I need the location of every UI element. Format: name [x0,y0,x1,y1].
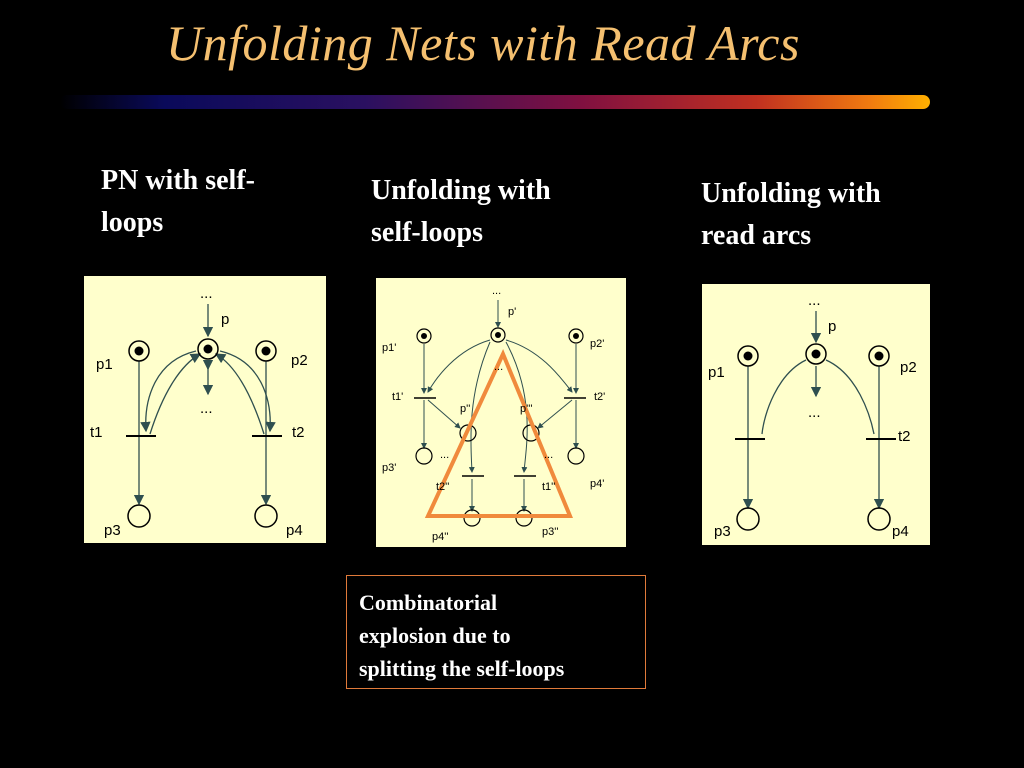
place [421,333,427,339]
combinatorial-explosion-triangle [424,349,573,518]
diagram-label: p3 [714,523,731,540]
diagram-label: p1' [382,342,396,354]
diagram-label: ... [808,292,821,309]
place [490,327,506,343]
column-label-unfolding-read-arcs: Unfolding with read arcs [701,178,881,251]
arc [505,341,528,473]
label-p1: p1 [96,356,113,373]
place-p4 [254,504,278,528]
diagram-label: t2 [898,428,911,445]
diagram-label: p4' [590,478,604,490]
diagram-label: p [828,318,836,335]
arc [427,339,491,393]
combinatorial-explosion-note: Combinatorial explosion due to splitting… [346,575,646,689]
place [495,332,501,338]
diagram-label: ... [440,449,449,461]
label-p2: p2 [291,352,308,369]
token [203,344,213,354]
diagram-label: p''' [520,403,532,415]
diagram-label: p'' [460,403,470,415]
place [573,333,579,339]
ellipsis-mid: ... [200,400,213,417]
label-p4: p4 [286,522,303,539]
place [567,447,585,465]
arc [505,339,573,393]
arc [140,350,197,433]
arc [761,359,807,435]
place-p1 [128,340,150,362]
diagram-label: p4 [892,523,909,540]
title-divider [60,95,930,109]
arc-or-transition [427,399,461,429]
read-arcs-diagram: ... p p1 p2 ... t2 p3 p4 [708,292,917,540]
column-label-pn-self-loops: PN with self- loops [101,165,255,238]
diagram-label: t1'' [542,481,555,493]
token [134,346,144,356]
diagram-label: p3' [382,462,396,474]
diagram-label: p3'' [542,526,558,538]
place [868,345,890,367]
diagram-label: ... [808,404,821,421]
place-p3 [127,504,151,528]
arc [219,350,276,433]
place [416,328,432,344]
arc-or-transition [537,399,573,429]
diagram-label: p4'' [432,531,448,543]
petri-net-panel: ... p p1 p2 ... t1 t2 p3 p4 [84,276,326,543]
place [737,345,759,367]
token [261,346,271,356]
petri-net-diagram: ... p p1 p2 ... t1 t2 p3 p4 [90,285,308,539]
diagram-label: p1 [708,364,725,381]
place [867,507,891,531]
diagram-label: p' [508,306,516,318]
diagram-label: ... [492,285,501,297]
diagram-label: t2' [594,391,605,403]
diagram-label: ... [494,361,503,373]
place [874,351,884,361]
place [743,351,753,361]
slide-title: Unfolding Nets with Read Arcs [166,15,800,71]
diagram-label: p2' [590,338,604,350]
unfolding-self-loops-panel: ... p' p1' p2' ... t1' t2' p'' p''' ... … [376,278,626,547]
arc [825,359,875,435]
place [415,447,433,465]
place-p2 [255,340,277,362]
diagram-label: p2 [900,359,917,376]
diagram-label: t1' [392,391,403,403]
label-t2: t2 [292,424,305,441]
label-p: p [221,311,229,328]
unfolding-self-loops-diagram: ... p' p1' p2' ... t1' t2' p'' p''' ... … [382,285,605,543]
label-t1: t1 [90,424,103,441]
ellipsis-top: ... [200,285,213,302]
read-arcs-panel: ... p p1 p2 ... t2 p3 p4 [702,284,930,545]
diagram-label: ... [544,449,553,461]
place-p [197,338,219,360]
column-label-unfolding-self-loops: Unfolding with self-loops [371,175,551,248]
diagram-label: t2'' [436,481,449,493]
arc [214,353,265,435]
place [736,507,760,531]
place [805,343,827,365]
arc [149,353,202,435]
place [811,349,821,359]
place [568,328,584,344]
label-p3: p3 [104,522,121,539]
